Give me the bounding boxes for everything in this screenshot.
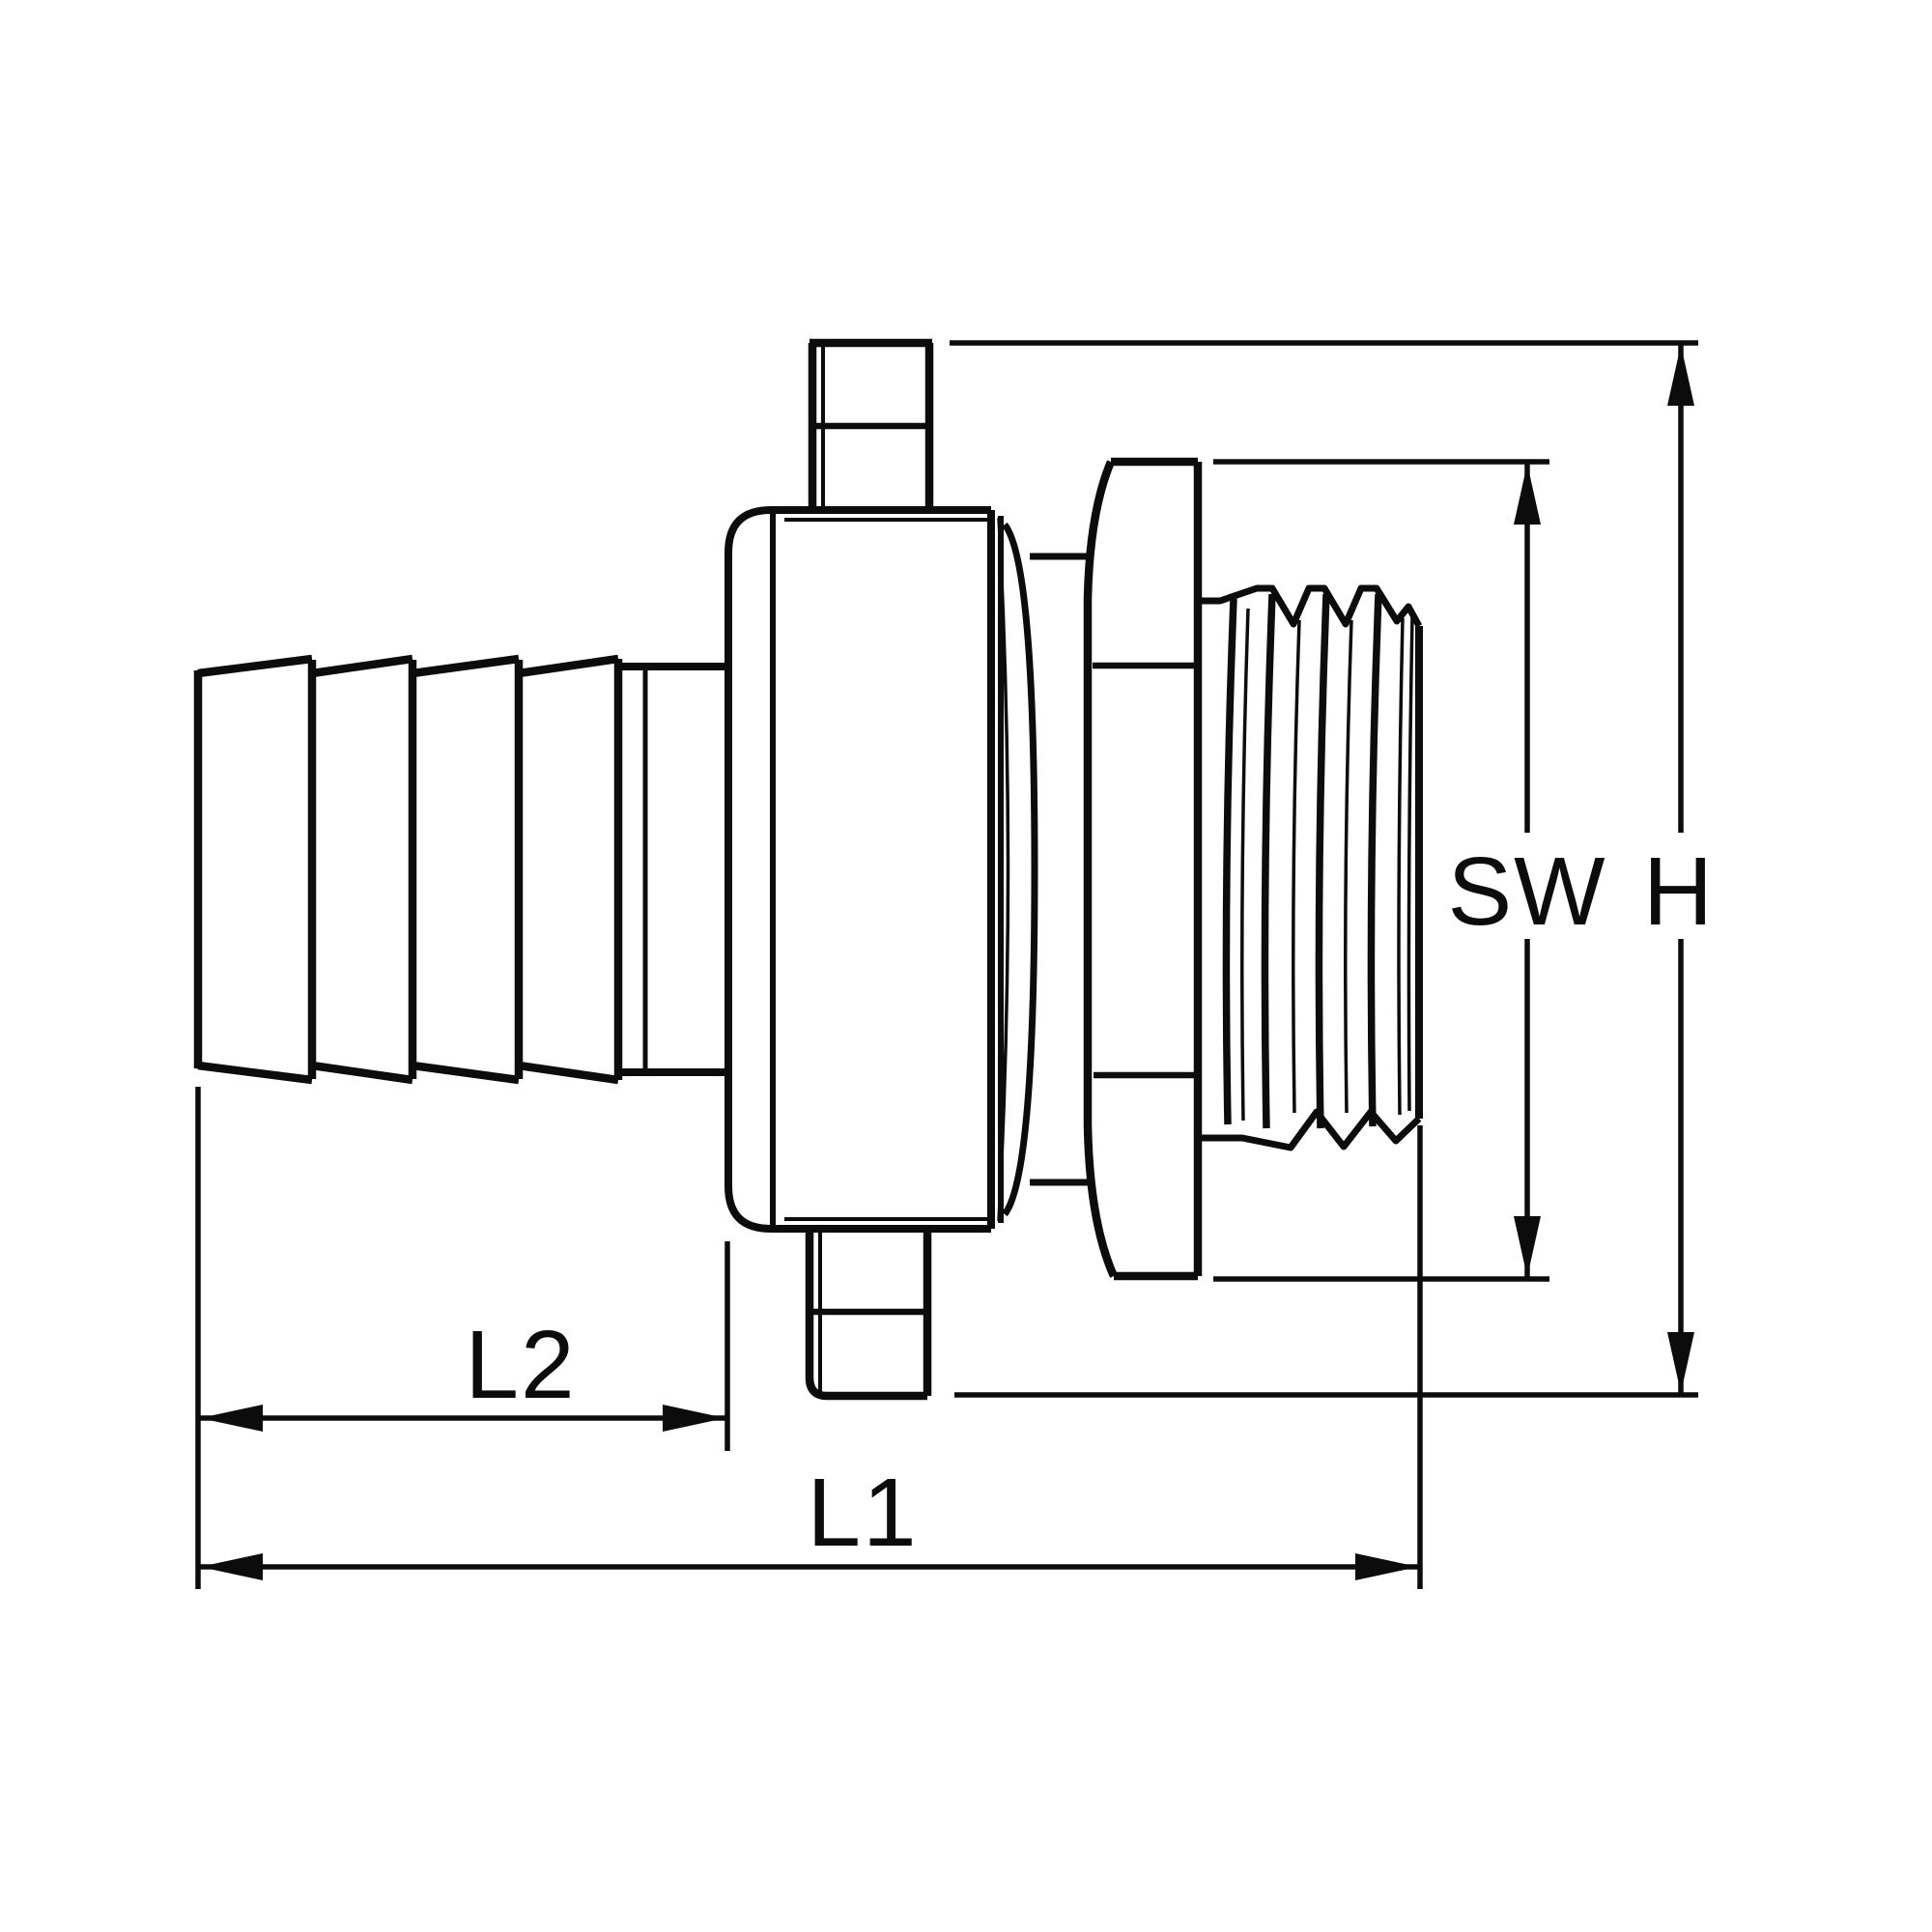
thread-flanks-light bbox=[1240, 608, 1414, 1122]
flange-body bbox=[724, 506, 1004, 1233]
h-arrowhead-down bbox=[1667, 1332, 1694, 1393]
sw-label: SW bbox=[1447, 838, 1606, 946]
body-outline bbox=[724, 506, 995, 1233]
h-label: H bbox=[1643, 838, 1715, 946]
hex-facet-lines bbox=[1093, 662, 1198, 1079]
h-arrowhead-up bbox=[1667, 345, 1694, 406]
cone-silhouette bbox=[1002, 522, 1038, 1217]
dimension-h: H bbox=[950, 340, 1715, 1398]
neck-outline bbox=[618, 663, 730, 1076]
sw-arrowhead-up bbox=[1514, 464, 1541, 525]
l1-arrowhead-right bbox=[1355, 1553, 1418, 1580]
sw-extension-lines bbox=[1213, 459, 1549, 1282]
hex-nut bbox=[1083, 457, 1203, 1281]
bottom-tab bbox=[805, 1229, 932, 1401]
barb-outline bbox=[193, 654, 623, 1085]
thread-flanks-heavy bbox=[1222, 593, 1382, 1129]
seal-cone bbox=[997, 517, 1090, 1222]
dimension-l1: L1 bbox=[195, 1087, 1423, 1589]
thread-crest-bottom bbox=[1198, 1108, 1422, 1151]
l2-arrowhead-right bbox=[663, 1405, 725, 1432]
dimension-l2: L2 bbox=[200, 1241, 730, 1451]
cone-inner-curve bbox=[997, 517, 1010, 1222]
dimension-sw: SW bbox=[1213, 459, 1606, 1282]
body-inner-lines bbox=[770, 514, 1004, 1225]
l2-arrowhead-left bbox=[200, 1405, 263, 1432]
h-extension-lines bbox=[950, 340, 1698, 1398]
top-tab bbox=[808, 338, 934, 510]
cone-neck bbox=[1030, 553, 1090, 1186]
l1-label: L1 bbox=[807, 1459, 918, 1567]
thread-crest-top bbox=[1198, 584, 1423, 628]
l1-arrowhead-left bbox=[200, 1553, 263, 1580]
hex-outline bbox=[1083, 457, 1203, 1281]
l2-label: L2 bbox=[465, 1311, 576, 1419]
thread bbox=[1198, 584, 1423, 1151]
body-edge-highlights bbox=[784, 518, 991, 1221]
sw-arrowhead-down bbox=[1514, 1216, 1541, 1277]
hose-barb bbox=[193, 654, 730, 1085]
